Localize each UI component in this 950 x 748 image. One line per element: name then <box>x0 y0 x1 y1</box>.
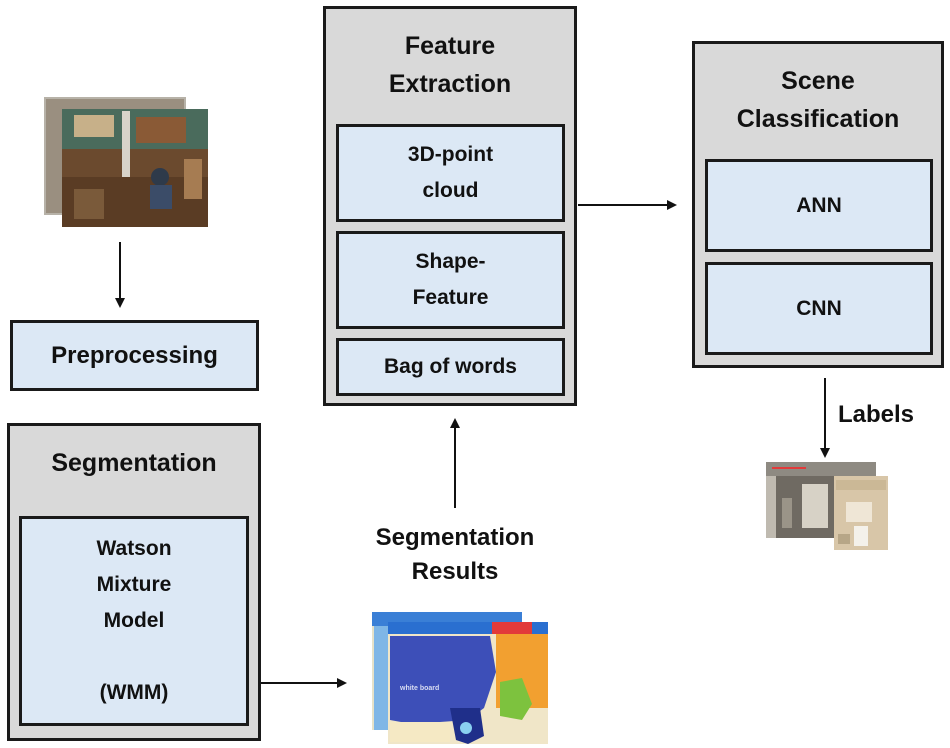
segmentation-results-line1: Segmentation <box>375 524 535 551</box>
classifier-item-label: ANN <box>796 193 842 217</box>
feature-item-label: 3D-point cloud <box>407 143 494 202</box>
scene-classification-title-line2: Classification <box>736 105 900 133</box>
feature-extraction-title-line2: Extraction <box>388 70 512 98</box>
input-scene-image <box>44 97 208 227</box>
svg-text:white board: white board <box>399 685 439 692</box>
feature-item-label: Shape- Feature <box>412 250 489 309</box>
segmentation-panel: Segmentation Watson Mixture Model (WMM) <box>7 423 261 741</box>
feature-extraction-title-line1: Feature <box>404 32 496 60</box>
classifier-item-cnn: CNN <box>705 262 933 355</box>
feature-extraction-panel: Feature Extraction 3D-point cloud Shape-… <box>323 6 577 406</box>
wmm-box: Watson Mixture Model (WMM) <box>19 516 249 726</box>
segmentation-results-line2: Results <box>411 558 499 585</box>
feature-item-shape-feature: Shape- Feature <box>336 231 565 329</box>
output-scene-image <box>766 462 888 550</box>
segmentation-results-image: white board <box>372 612 548 744</box>
labels-caption: Labels <box>838 401 915 428</box>
scene-classification-title-line1: Scene <box>781 67 855 95</box>
feature-item-3d-point-cloud: 3D-point cloud <box>336 124 565 222</box>
segmentation-results-caption: Segmentation Results <box>340 521 570 589</box>
wmm-label: Watson Mixture Model (WMM) <box>96 537 172 704</box>
segmentation-title: Segmentation <box>51 449 217 477</box>
preprocessing-label: Preprocessing <box>51 341 218 369</box>
feature-item-bag-of-words: Bag of words <box>336 338 565 396</box>
classifier-item-label: CNN <box>796 296 842 320</box>
feature-item-label: Bag of words <box>383 355 517 378</box>
preprocessing-box: Preprocessing <box>10 320 259 391</box>
scene-classification-panel: Scene Classification ANN CNN <box>692 41 944 368</box>
classifier-item-ann: ANN <box>705 159 933 252</box>
